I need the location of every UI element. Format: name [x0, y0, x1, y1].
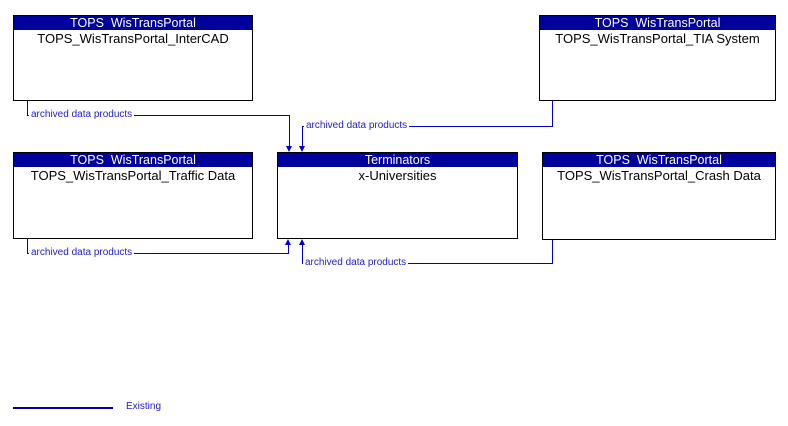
flow-label: archived data products [29, 109, 135, 121]
connector-segment [289, 115, 290, 147]
node-tops-wistransportal-intercad[interactable]: TOPS WisTransPortal TOPS_WisTransPortal_… [13, 15, 253, 101]
node-header: TOPS WisTransPortal [14, 153, 252, 167]
connector-segment [27, 100, 28, 116]
node-tops-wistransportal-tia-system[interactable]: TOPS WisTransPortal TOPS_WisTransPortal_… [539, 15, 776, 101]
node-header: TOPS WisTransPortal [543, 153, 775, 167]
node-title: TOPS_WisTransPortal_InterCAD [37, 31, 229, 46]
connector-segment [302, 263, 553, 264]
arrowhead-down-icon [299, 146, 305, 152]
arrowhead-up-icon [299, 239, 305, 245]
legend-label: Existing [126, 401, 162, 412]
connector-segment [552, 100, 553, 127]
node-title: TOPS_WisTransPortal_Crash Data [557, 168, 761, 183]
arrowhead-up-icon [285, 239, 291, 245]
node-header: Terminators [278, 153, 517, 167]
node-title: x-Universities [358, 168, 437, 183]
node-header: TOPS WisTransPortal [14, 16, 252, 30]
node-terminators-x-universities[interactable]: Terminators x-Universities [277, 152, 518, 239]
connector-segment [288, 244, 289, 254]
flow-label: archived data products [29, 247, 135, 259]
node-tops-wistransportal-traffic-data[interactable]: TOPS WisTransPortal TOPS_WisTransPortal_… [13, 152, 253, 239]
connector-segment [302, 126, 553, 127]
connector-segment [27, 238, 28, 254]
node-tops-wistransportal-crash-data[interactable]: TOPS WisTransPortal TOPS_WisTransPortal_… [542, 152, 776, 240]
node-title: TOPS_WisTransPortal_TIA System [555, 31, 760, 46]
connector-segment [302, 244, 303, 264]
node-title: TOPS_WisTransPortal_Traffic Data [30, 168, 236, 183]
flow-label: archived data products [304, 120, 410, 132]
node-header: TOPS WisTransPortal [540, 16, 775, 30]
connector-segment [552, 240, 553, 264]
connector-segment [27, 253, 289, 254]
flow-label: archived data products [303, 257, 409, 269]
connector-segment [302, 126, 303, 147]
arrowhead-down-icon [286, 146, 292, 152]
legend-line [13, 407, 113, 409]
connector-segment [27, 115, 290, 116]
